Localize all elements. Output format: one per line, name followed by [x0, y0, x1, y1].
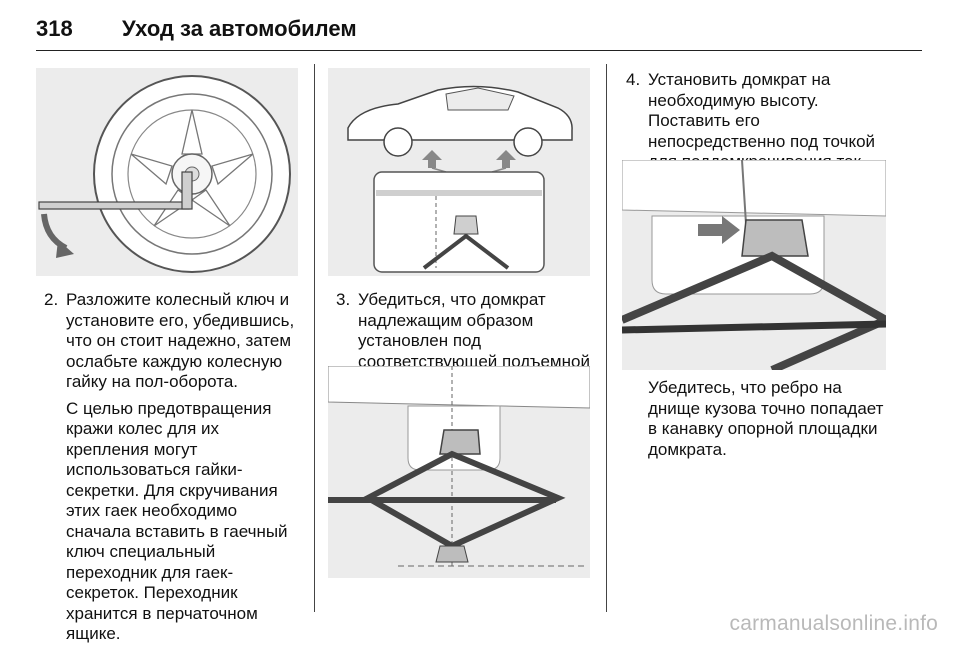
step-paragraph: Разложите колесный ключ и установите его… [66, 290, 295, 391]
note-paragraph: Убедитесь, что ребро на днище кузова точ… [648, 378, 884, 459]
step-number: 4. [626, 70, 641, 89]
step-number: 2. [44, 290, 59, 309]
page-title: Уход за автомобилем [122, 16, 357, 41]
column-divider-right [606, 64, 607, 612]
jack-under-body-illustration [328, 366, 590, 578]
step-2: 2. Разложите колесный ключ и установите … [44, 290, 306, 651]
watermark: carmanualsonline.info [729, 612, 938, 635]
step-paragraph: С целью предотвращения кражи колес для и… [66, 398, 288, 644]
car-lifting-points-illustration [328, 68, 590, 276]
step-number: 3. [336, 290, 351, 309]
wheel-wrench-illustration [36, 68, 298, 276]
column-divider-left [314, 64, 315, 612]
jack-note: Убедитесь, что ребро на днище кузова точ… [626, 378, 892, 466]
page-number: 318 [36, 16, 73, 41]
jack-seating-illustration [622, 160, 886, 370]
page-header: 318 Уход за автомобилем [36, 10, 922, 51]
